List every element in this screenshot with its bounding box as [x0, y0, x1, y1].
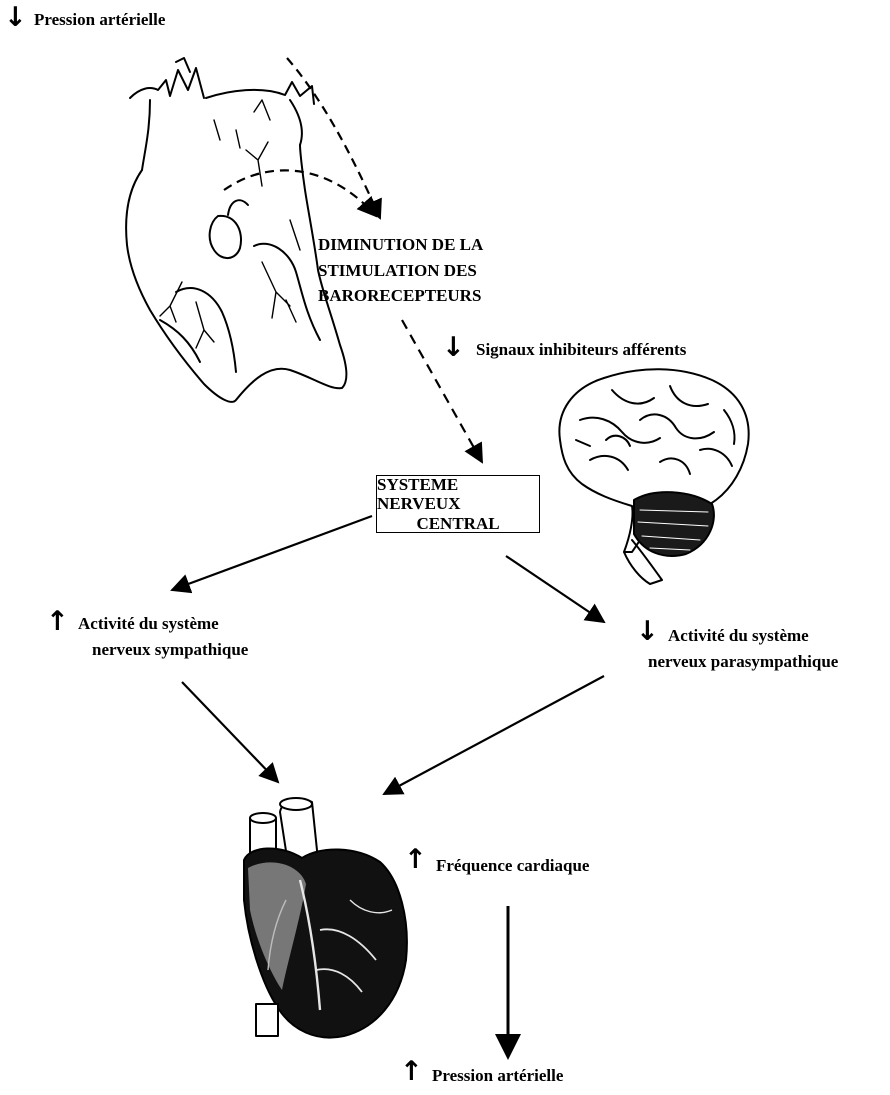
- brain-drawing: [558, 368, 750, 585]
- snc-box: SYSTEME NERVEUX CENTRAL: [376, 475, 540, 533]
- label-parasympathique: ↓ Activité du système nerveux parasympat…: [636, 616, 839, 671]
- label-pression-top: ↓ Pression artérielle: [4, 2, 166, 33]
- dashed-arrow-outer: [286, 57, 382, 220]
- down-arrow-icon: ↓: [442, 332, 465, 363]
- label-frequence: ↑ Fréquence cardiaque: [404, 844, 590, 875]
- label-pression-bottom: ↑ Pression artérielle: [400, 1056, 564, 1087]
- up-arrow-icon: ↑: [46, 606, 69, 637]
- up-arrow-icon: ↑: [404, 844, 427, 875]
- label-barorecepteurs: DIMINUTION DE LA STIMULATION DES BAROREC…: [318, 235, 484, 305]
- heart-outline-drawing: [125, 57, 348, 403]
- up-arrow-icon: ↑: [400, 1056, 423, 1087]
- down-arrow-icon: ↓: [4, 2, 27, 33]
- heart-shaded-drawing: [243, 797, 408, 1039]
- arrow-to-sympathique: [170, 514, 373, 594]
- dashed-arrow-inner: [223, 169, 378, 218]
- down-arrow-icon: ↓: [636, 616, 659, 647]
- arrow-sympathique-to-heart: [181, 681, 280, 784]
- arrow-to-parasympathique: [505, 555, 606, 624]
- connectors: [170, 57, 606, 1060]
- arrow-parasympathique-to-heart: [382, 675, 605, 795]
- label-signaux: ↓ Signaux inhibiteurs afférents: [442, 332, 687, 363]
- label-sympathique: ↑ Activité du système nerveux sympathiqu…: [46, 606, 249, 659]
